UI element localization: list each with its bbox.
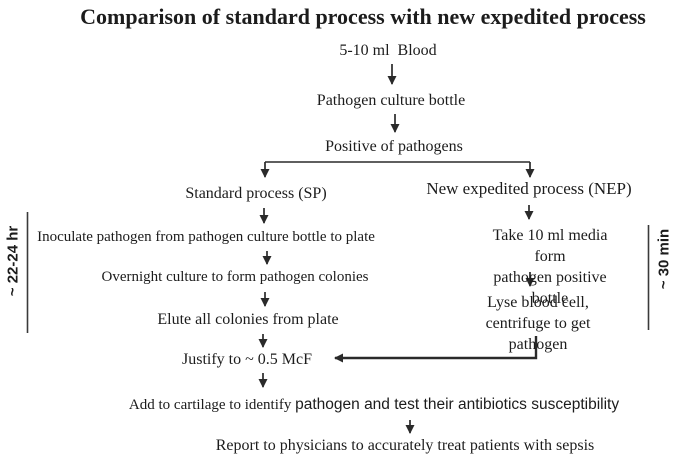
node-positive-of-pathogens: Positive of pathogens — [325, 138, 463, 155]
node-standard-process-label: Standard process (SP) — [185, 185, 327, 202]
node-sp-step-inoculate: Inoculate pathogen from pathogen culture… — [37, 229, 375, 245]
node-blood-sample: 5-10 ml Blood — [339, 42, 437, 59]
add-line-sans-segment: pathogen and test their antibiotics susc… — [295, 396, 620, 413]
node-sp-step-overnight-culture: Overnight culture to form pathogen colon… — [101, 269, 369, 285]
diagram-title: Comparison of standard process with new … — [80, 4, 646, 29]
node-nep-step-lyse-centrifuge: Lyse blood cell, centrifuge to get patho… — [485, 294, 591, 353]
node-nep-step-take-media: Take 10 ml media form pathogen positive … — [492, 227, 608, 307]
node-report-to-physicians: Report to physicians to accurately treat… — [215, 437, 595, 454]
node-add-to-cartridge: Add to cartilage to identify pathogen an… — [129, 395, 619, 415]
node-sp-step-elute-colonies: Elute all colonies from plate — [157, 311, 339, 328]
sp-duration-label: ~ 22-24 hr — [4, 225, 22, 297]
node-justify-mcf: Justify to ~ 0.5 McF — [182, 351, 312, 368]
node-new-expedited-process-label: New expedited process (NEP) — [426, 179, 632, 198]
nep-duration-label: ~ 30 min — [655, 228, 673, 290]
node-pathogen-culture-bottle: Pathogen culture bottle — [316, 92, 466, 109]
add-line-serif-segment: Add to cartilage to identify — [128, 397, 296, 413]
